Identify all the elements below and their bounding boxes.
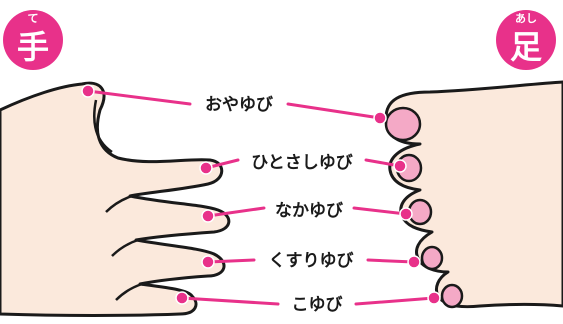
ring-foot-dot (407, 255, 421, 269)
pinky-foot-dot (427, 291, 441, 305)
ring-hand-dot (201, 255, 215, 269)
ring-line-right (366, 258, 416, 264)
finger-crease-2 (111, 238, 139, 257)
middle-line-left (206, 206, 266, 218)
pinky-line-right (354, 296, 436, 306)
thumb-hand-dot (81, 84, 95, 98)
foot-illustration (384, 80, 563, 309)
foot-badge-ruby: あし (515, 12, 537, 25)
finger-crease-3 (115, 282, 143, 301)
ring-label-bg (256, 246, 366, 272)
middle-label-bg (266, 196, 352, 222)
ring-label: くすりゆび (269, 251, 354, 271)
index-label-bg (240, 148, 364, 174)
pinky-label: こゆび (292, 295, 343, 315)
little-toe-nail (440, 283, 464, 309)
index-foot-dot (393, 159, 407, 173)
ring-line-left (206, 258, 256, 264)
index-label: ひとさしゆび (251, 153, 353, 173)
pinky-label-bg (280, 290, 354, 316)
thumb-label: おやゆび (205, 95, 273, 115)
thumb-crease (93, 99, 113, 154)
foot-badge-kanji: 足 (510, 28, 542, 66)
index-hand-dot (199, 161, 213, 175)
middle-label: なかゆび (275, 201, 343, 221)
fourth-toe-nail (420, 245, 444, 271)
hand-badge-circle (3, 10, 63, 70)
pinky-line-left (180, 296, 280, 306)
finger-labels: おやゆび ひとさしゆび なかゆび くすりゆび こゆび (192, 90, 366, 316)
hand-shape (0, 81, 231, 317)
marker-dots (81, 84, 441, 305)
middle-foot-dot (399, 207, 413, 221)
middle-hand-dot (201, 209, 215, 223)
middle-line-right (352, 206, 408, 216)
foot-badge: あし 足 (496, 10, 556, 70)
hand-badge-ruby: て (28, 12, 39, 25)
thumb-label-bg (192, 90, 286, 116)
foot-badge-circle (496, 10, 556, 70)
thumb-line-right (286, 102, 382, 120)
hand-badge: て 手 (3, 10, 63, 70)
hand-illustration (0, 81, 231, 317)
thumb-line-left (86, 89, 192, 106)
finger-crease-1 (105, 194, 133, 213)
hand-badge-kanji: 手 (17, 28, 49, 66)
pinky-hand-dot (175, 291, 189, 305)
big-toe-nail (384, 106, 422, 142)
thumb-foot-dot (373, 111, 387, 125)
